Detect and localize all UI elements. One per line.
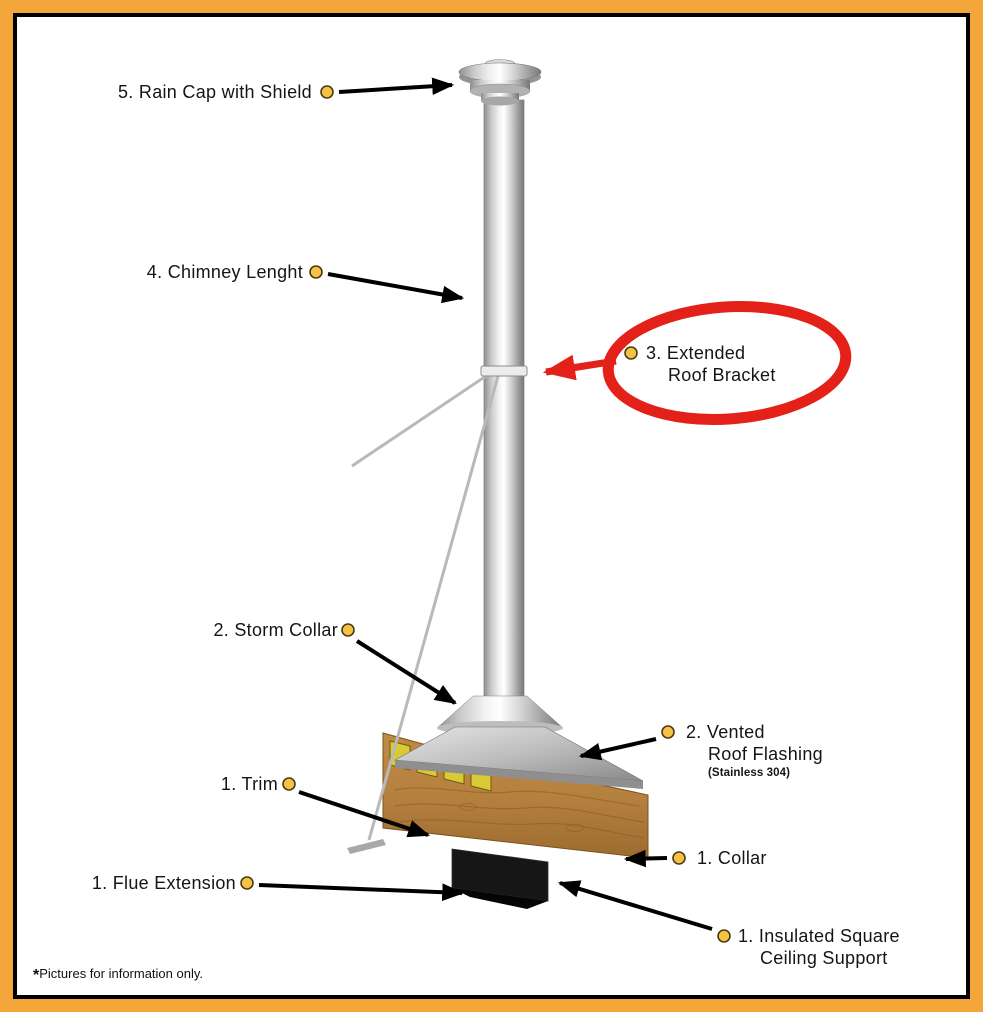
label-rain-cap: 5. Rain Cap with Shield xyxy=(40,81,312,103)
label-chimney-length: 4. Chimney Lenght xyxy=(40,261,303,283)
label-storm-collar: 2. Storm Collar xyxy=(100,619,338,641)
label-ceiling-support-line2: Ceiling Support xyxy=(760,948,888,968)
label-roof-bracket-line1: 3. Extended xyxy=(646,343,746,363)
dot-roof-flashing xyxy=(661,725,675,739)
label-roof-flashing-line2: Roof Flashing xyxy=(708,744,823,764)
label-chimney-length-text: 4. Chimney Lenght xyxy=(146,262,303,282)
label-roof-flashing: 2. Vented Roof Flashing (Stainless 304) xyxy=(686,721,823,781)
arrow-ceiling-support xyxy=(557,880,713,931)
label-flue-extension: 1. Flue Extension xyxy=(40,872,236,894)
dot-collar xyxy=(672,851,686,865)
label-trim-text: 1. Trim xyxy=(220,774,278,794)
arrow-chimney-length xyxy=(327,272,465,304)
footnote-text: Pictures for information only. xyxy=(39,966,204,981)
arrow-roof-flashing xyxy=(578,737,657,761)
bracket-foot xyxy=(347,839,386,854)
arrow-flue-extension xyxy=(258,883,465,902)
arrow-collar xyxy=(623,849,668,868)
callout-arrows xyxy=(258,77,713,931)
dot-storm-collar xyxy=(341,623,355,637)
dot-rain-cap xyxy=(320,85,334,99)
label-collar-text: 1. Collar xyxy=(697,848,767,868)
roof-bracket-band xyxy=(480,365,528,377)
flue-extension-box xyxy=(451,848,549,909)
bracket-leg-long xyxy=(367,375,500,841)
label-ceiling-support-line1: 1. Insulated Square xyxy=(738,926,900,946)
label-roof-flashing-line3: (Stainless 304) xyxy=(708,767,791,779)
callout-dots xyxy=(240,85,731,943)
dot-ceiling-support xyxy=(717,929,731,943)
footnote: *Pictures for information only. xyxy=(33,966,203,985)
highlight-ellipse xyxy=(602,301,852,425)
highlight-group xyxy=(542,301,852,425)
roof-bracket-legs xyxy=(347,370,500,854)
arrow-storm-collar xyxy=(355,639,457,705)
label-storm-collar-text: 2. Storm Collar xyxy=(213,620,338,640)
bracket-leg-short xyxy=(351,370,493,468)
label-roof-flashing-line1: 2. Vented xyxy=(686,722,765,742)
dot-chimney-length xyxy=(309,265,323,279)
label-trim: 1. Trim xyxy=(110,773,278,795)
label-roof-bracket-line2: Roof Bracket xyxy=(668,365,776,385)
roof-flashing-part xyxy=(393,726,644,789)
dot-flue-extension xyxy=(240,876,254,890)
label-rain-cap-text: 5. Rain Cap with Shield xyxy=(117,82,312,102)
highlight-arrow xyxy=(542,354,617,381)
arrow-rain-cap xyxy=(338,77,455,96)
dot-roof-bracket xyxy=(624,346,638,360)
label-ceiling-support: 1. Insulated Square Ceiling Support xyxy=(738,925,900,969)
label-collar: 1. Collar xyxy=(697,847,767,869)
rain-cap xyxy=(458,59,542,106)
arrow-trim xyxy=(298,790,431,838)
dot-trim xyxy=(282,777,296,791)
label-flue-extension-text: 1. Flue Extension xyxy=(91,873,236,893)
footnote-asterisk: * xyxy=(33,967,40,984)
label-roof-bracket: 3. Extended Roof Bracket xyxy=(646,342,776,386)
